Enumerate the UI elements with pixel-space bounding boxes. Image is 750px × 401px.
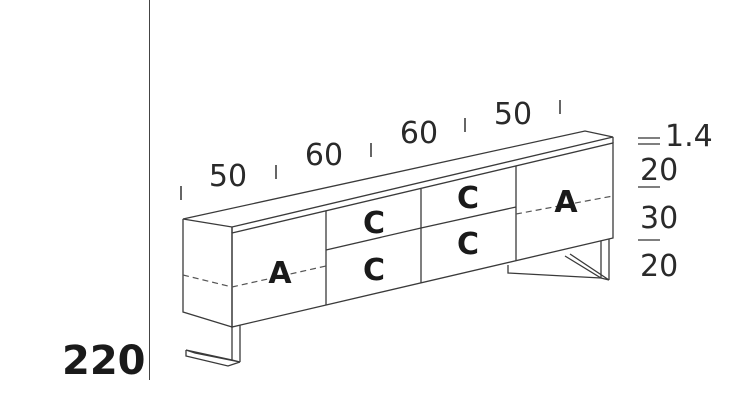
dim-width-1: 50: [209, 159, 247, 194]
dim-height-3: 30: [640, 201, 678, 236]
label-drawer-4: C: [457, 227, 479, 262]
divider-line: [149, 0, 150, 380]
label-left-door: A: [268, 256, 292, 291]
label-drawer-2: C: [363, 253, 385, 288]
dashed-shelves: [182, 195, 614, 288]
label-right-door: A: [554, 185, 578, 220]
label-drawer-3: C: [457, 181, 479, 216]
model-number: 220: [62, 338, 146, 384]
dim-width-2: 60: [305, 138, 343, 173]
dim-height-1: 1.4: [665, 119, 713, 154]
sideboard-outline: [182, 130, 614, 367]
dim-width-4: 50: [494, 97, 532, 132]
dim-height-4: 20: [640, 249, 678, 284]
dim-width-3: 60: [400, 116, 438, 151]
width-ticks: [180, 100, 561, 200]
label-drawer-1: C: [363, 206, 385, 241]
dim-height-2: 20: [640, 153, 678, 188]
height-ticks: [638, 137, 660, 241]
